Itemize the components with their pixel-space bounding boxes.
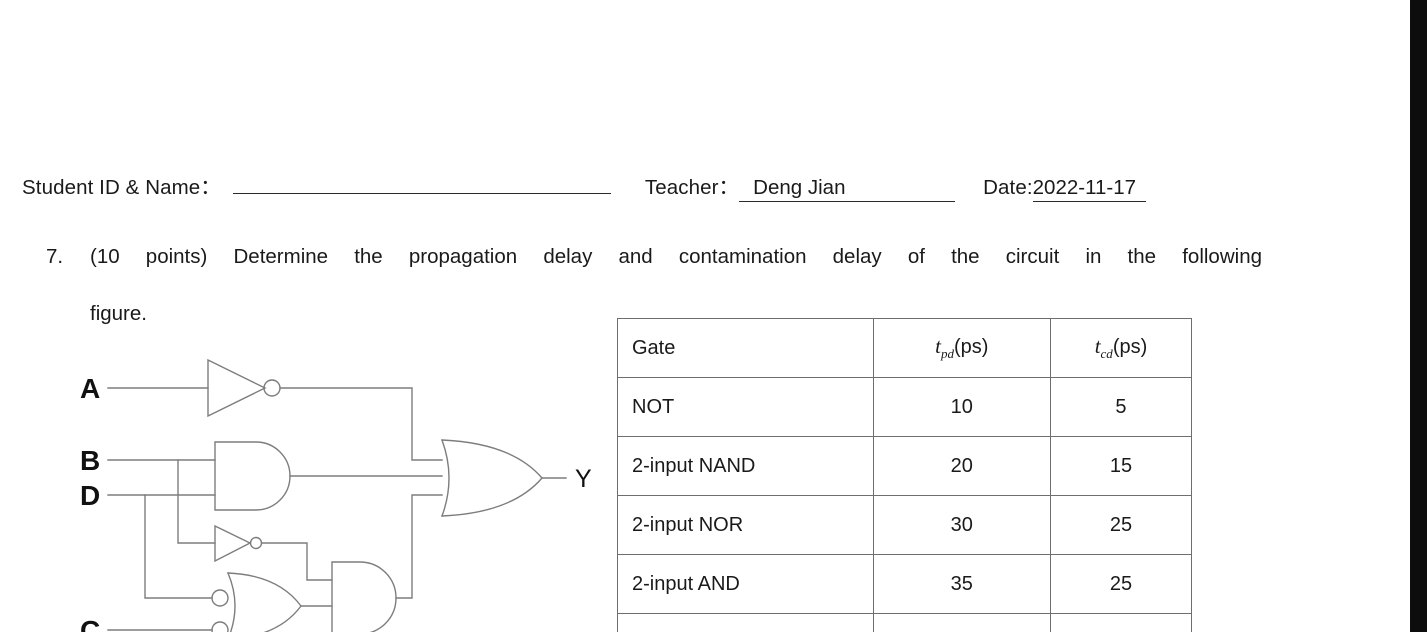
table-header-row: Gate tpd(ps) tcd(ps) [617, 318, 1193, 378]
page-edge-strip [1410, 0, 1427, 632]
cell-tpd: 30 [872, 495, 1051, 555]
circuit-label-a: A [80, 373, 100, 404]
cell-gate-name: 2-input AND [617, 554, 874, 614]
and-gate-middle-body [214, 441, 291, 511]
question-block: 7. (10 points) Determine the propagation… [46, 228, 1262, 342]
tpd-symbol: tpd [935, 333, 954, 362]
header-cell-tcd: tcd(ps) [1049, 318, 1193, 378]
cell-gate-name: NOT [617, 377, 874, 437]
or-gate-bottom-arc [441, 477, 543, 517]
cell-tpd: 35 [872, 554, 1051, 614]
wire-not-top-to-or [279, 387, 443, 461]
wire-b-branch-to-inverter [177, 459, 216, 544]
cell-tcd [1049, 613, 1193, 632]
or-gate-top-arc [441, 439, 543, 479]
date-value[interactable]: 2022-11-17 [1032, 176, 1146, 202]
question-text: (10 points) Determine the propagation de… [90, 245, 1262, 268]
student-id-name-blank[interactable] [232, 176, 611, 194]
question-line-2: figure. [90, 302, 147, 325]
teacher-label: Teacher： [644, 176, 740, 199]
and-gate-lower-right-body [331, 561, 397, 632]
nor-gate-back [227, 572, 236, 632]
table-row: 2-input NOR 30 25 [617, 495, 1193, 555]
cell-tcd: 25 [1049, 554, 1193, 614]
cell-tcd: 5 [1049, 377, 1193, 437]
question-line-1: 7. (10 points) Determine the propagation… [46, 228, 1262, 285]
cell-gate-name: 2-input NAND [617, 436, 874, 496]
table-row: 2-input NAND 20 15 [617, 436, 1193, 496]
wire-not-lower-to-and [261, 542, 333, 581]
circuit-diagram: A B D C Y [60, 330, 600, 632]
cell-gate-name: 2-input NOR [617, 495, 874, 555]
not-gate-lower-bubble [249, 536, 263, 550]
not-gate-top-body [207, 358, 267, 418]
tpd-unit: (ps) [953, 335, 989, 358]
header-cell-tpd: tpd(ps) [872, 318, 1051, 378]
circuit-label-d: D [80, 480, 100, 511]
cell-tcd: 25 [1049, 495, 1193, 555]
table-row: NOT 10 5 [617, 377, 1193, 437]
circuit-svg: A B D C Y [80, 358, 592, 632]
teacher-value[interactable]: Deng Jian [739, 176, 956, 202]
tcd-symbol: tcd [1094, 333, 1113, 362]
question-number: 7. [46, 245, 64, 268]
header-cell-gate: Gate [617, 318, 874, 378]
nor-gate-bubble-bottom [211, 621, 229, 632]
student-id-name-label: Student ID & Name： [22, 176, 221, 199]
table-row: 2-input AND 35 25 [617, 554, 1193, 614]
circuit-label-b: B [80, 445, 100, 476]
cell-gate-name [617, 613, 874, 632]
cell-tpd [872, 613, 1051, 632]
wire-d-branch-to-nor [144, 494, 213, 599]
cell-tcd: 15 [1049, 436, 1193, 496]
circuit-label-c: C [80, 615, 100, 632]
gate-delay-table: Gate tpd(ps) tcd(ps) NOT 10 5 2-input NA… [617, 318, 1193, 632]
nor-gate-bottom-arc [263, 605, 302, 632]
cell-tpd: 20 [872, 436, 1051, 496]
not-gate-lower-body [214, 524, 252, 563]
cell-tpd: 10 [872, 377, 1051, 437]
header-row: Student ID & Name： Teacher： Deng Jian Da… [22, 170, 1262, 202]
nor-gate-top-arc [227, 572, 302, 607]
table-row [617, 613, 1193, 632]
date-label: Date: [983, 176, 1033, 199]
nor-gate-bubble-top [211, 589, 229, 607]
or-gate-back [441, 439, 450, 517]
tcd-unit: (ps) [1112, 335, 1148, 358]
circuit-label-y: Y [575, 465, 592, 493]
wire-and-lower-to-or [395, 494, 443, 599]
